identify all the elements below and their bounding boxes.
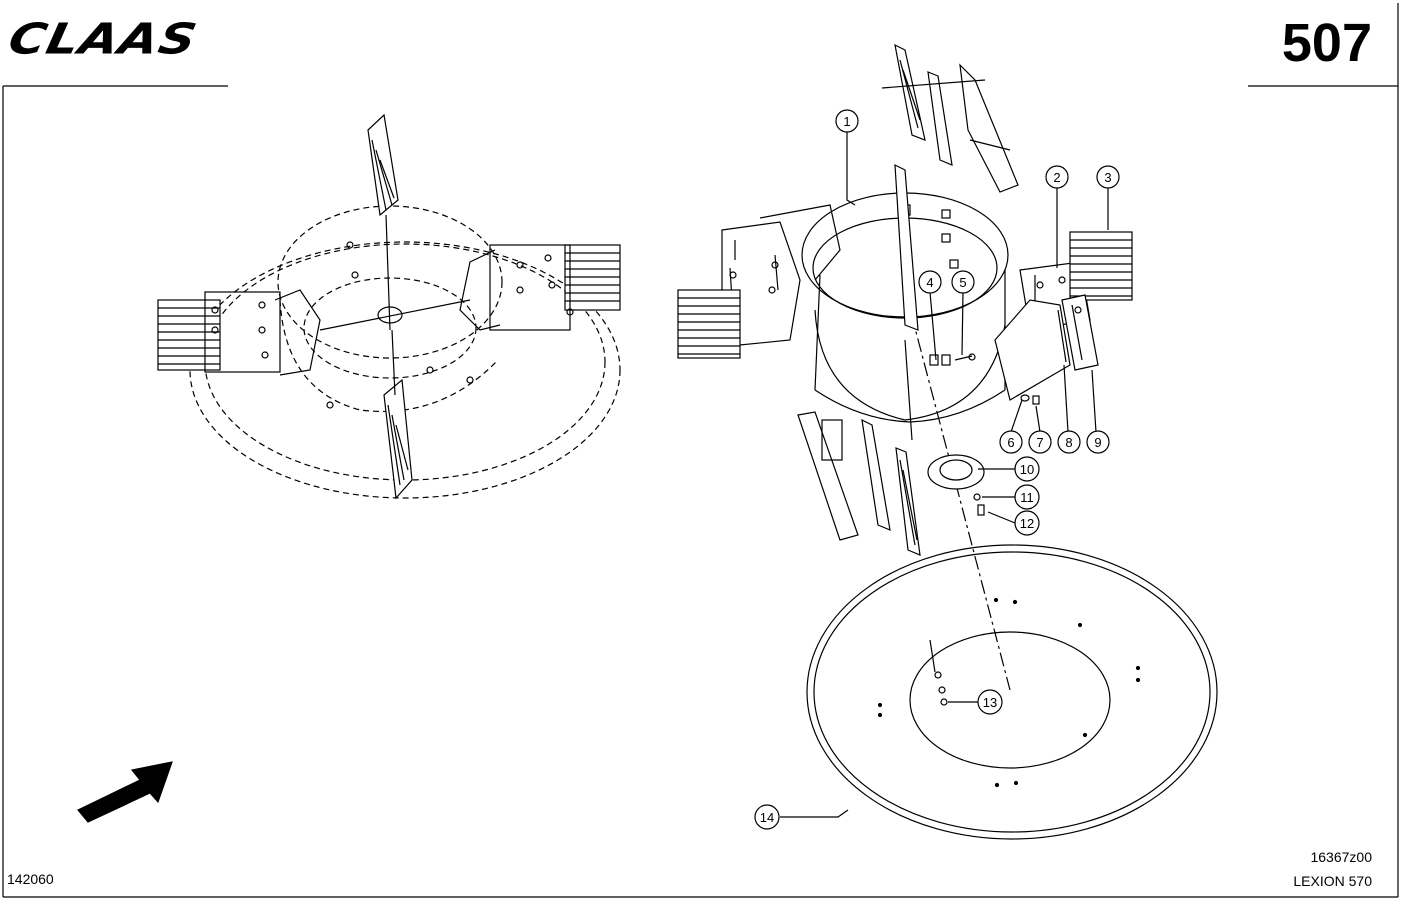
exploded-rotor-view xyxy=(677,43,1218,840)
blade-bottom xyxy=(383,329,413,500)
svg-text:11: 11 xyxy=(1020,490,1034,505)
svg-text:3: 3 xyxy=(1104,170,1111,185)
bracket-right-8 xyxy=(994,299,1071,401)
svg-text:14: 14 xyxy=(760,810,774,825)
bracket-right-9 xyxy=(1061,294,1099,371)
arrow-up-right-icon xyxy=(77,761,173,823)
callout-4: 4 xyxy=(918,270,942,294)
comb-left-exploded xyxy=(677,289,741,359)
blade-top xyxy=(367,113,399,331)
drum-inner-outline xyxy=(303,277,477,379)
callout-9: 9 xyxy=(1086,430,1110,454)
callout-3: 3 xyxy=(1096,165,1120,189)
assembly-axis xyxy=(904,289,1011,691)
svg-text:10: 10 xyxy=(1020,462,1034,477)
comb-left xyxy=(157,289,321,376)
machine-model: LEXION 570 xyxy=(1293,873,1372,889)
bracket-left xyxy=(721,204,841,346)
callout-12: 12 xyxy=(1014,510,1040,536)
disc-outline-outer xyxy=(189,241,621,499)
blade-assembly-bottom xyxy=(797,339,921,556)
document-number: 142060 xyxy=(7,871,54,887)
svg-text:6: 6 xyxy=(1007,435,1014,450)
svg-text:1: 1 xyxy=(843,114,850,129)
svg-text:5: 5 xyxy=(959,275,966,290)
callout-14: 14 xyxy=(754,804,780,830)
drawing-code: 16367z00 xyxy=(1310,849,1372,865)
base-disc-14 xyxy=(806,544,1218,840)
callout-5: 5 xyxy=(951,270,975,294)
svg-text:12: 12 xyxy=(1020,516,1034,531)
drum-top-outline xyxy=(277,205,503,359)
drum-side-outline xyxy=(279,299,499,413)
svg-text:4: 4 xyxy=(926,275,933,290)
svg-text:7: 7 xyxy=(1036,435,1043,450)
callout-6: 6 xyxy=(999,430,1023,454)
blade-assembly-top xyxy=(881,43,1019,331)
svg-text:2: 2 xyxy=(1053,170,1060,185)
flange-10 xyxy=(927,454,985,516)
comb-right xyxy=(459,244,621,331)
callout-13: 13 xyxy=(977,689,1003,715)
page-number: 507 xyxy=(1281,13,1372,73)
svg-text:8: 8 xyxy=(1065,435,1072,450)
svg-text:9: 9 xyxy=(1094,435,1101,450)
assembled-rotor-view xyxy=(157,113,621,500)
svg-text:13: 13 xyxy=(983,695,997,710)
callout-7: 7 xyxy=(1028,430,1052,454)
leader-lines xyxy=(780,131,1109,818)
callout-10: 10 xyxy=(1014,456,1040,482)
comb-right-3 xyxy=(1069,231,1133,301)
hub-center xyxy=(319,241,474,409)
callout-1: 1 xyxy=(835,109,859,133)
page-border xyxy=(2,3,1399,898)
callouts: 1 2 3 4 5 6 7 8 9 10 11 12 13 14 xyxy=(754,109,1120,830)
hardware-4-5-6-7 xyxy=(929,353,1040,405)
callout-8: 8 xyxy=(1057,430,1081,454)
callout-2: 2 xyxy=(1045,165,1069,189)
callout-11: 11 xyxy=(1014,484,1040,510)
